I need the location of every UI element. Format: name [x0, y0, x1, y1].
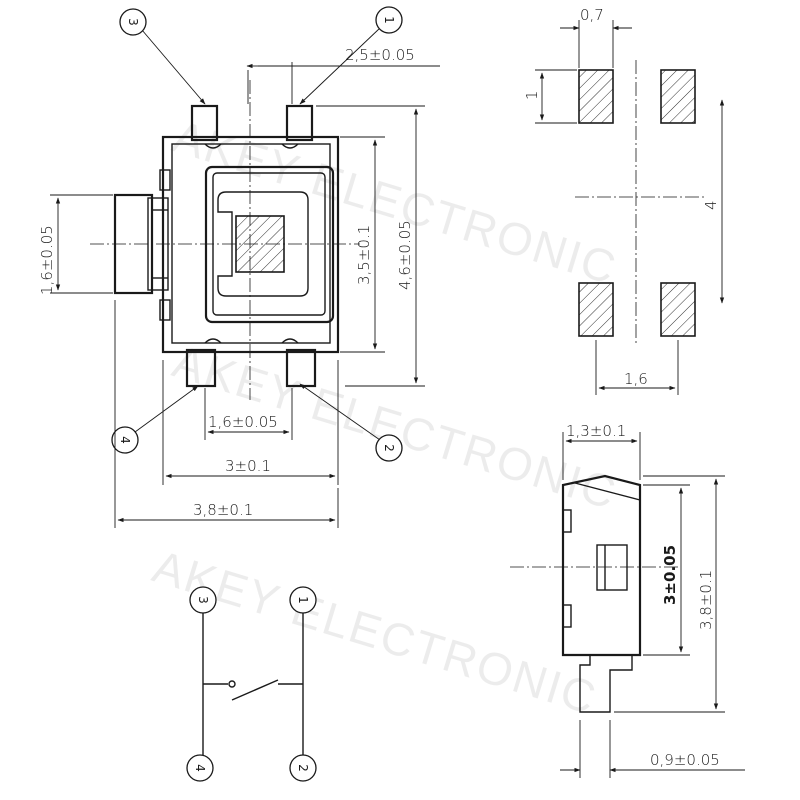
dim-lead-thickness: 0,9±0.05 — [650, 751, 720, 769]
dim-side-outer-height: 3,8±0.1 — [697, 570, 715, 630]
schematic-pin-2 — [289, 754, 317, 782]
dim-total-height: 4,6±0.05 — [396, 220, 414, 290]
pad-top-right — [660, 69, 696, 124]
schematic-pin-3 — [189, 586, 217, 614]
schematic-pin-label-2: 2 — [296, 764, 310, 772]
callout-line-2 — [299, 383, 381, 441]
watermark-3: AKEY ELECTRONIC — [147, 540, 603, 725]
lead-1 — [285, 104, 314, 142]
schematic-switch-arm — [231, 679, 279, 701]
pin-label-3: 3 — [126, 18, 140, 26]
corner-notches — [204, 143, 299, 344]
pin-badge-2 — [375, 434, 403, 462]
dim-side-depth: 1,3±0.1 — [566, 422, 626, 440]
side-notch-top — [562, 509, 572, 533]
pin-label-2: 2 — [382, 444, 396, 452]
lead-3 — [190, 104, 219, 142]
inner-frame — [171, 143, 331, 344]
dim-pad-gap: 1,6 — [624, 370, 648, 388]
dim-body-width: 3±0.1 — [225, 457, 271, 475]
actuator-slot — [217, 191, 309, 297]
side-plunger — [596, 544, 628, 591]
pin-label-4: 4 — [118, 436, 132, 444]
dim-lower-pitch: 1,6±0.05 — [208, 413, 278, 431]
dim-pad-height: 1 — [523, 90, 541, 100]
side-notch-bottom — [562, 604, 572, 628]
pad-bottom-right — [660, 282, 696, 337]
pad-top-left — [578, 69, 614, 124]
body-outline — [161, 135, 340, 354]
schematic-pin-1 — [289, 586, 317, 614]
callout-line-4 — [134, 385, 199, 433]
schematic-pin-4 — [186, 754, 214, 782]
schematic-pin-label-1: 1 — [296, 596, 310, 604]
schematic-contact — [228, 680, 236, 688]
side-view: 1,3±0.1 3±0.05 3,8±0.1 0,9±0.05 — [510, 422, 745, 778]
top-view: 3 1 4 2 2,5±0.05 3,5±0.1 4,6±0.05 1,6±0.… — [38, 6, 440, 528]
dim-pin-pitch: 2,5±0.05 — [345, 46, 415, 64]
pad-bottom-left — [578, 282, 614, 337]
side-notch-top — [159, 169, 171, 191]
dim-pad-width: 0,7 — [580, 6, 604, 24]
schematic-pin-label-4: 4 — [193, 764, 207, 772]
side-lead-foot — [579, 655, 633, 713]
dim-body-height: 3,5±0.1 — [355, 225, 373, 285]
footprint-view: 0,7 1 4 1,6 — [523, 6, 725, 395]
switch-schematic: 3 1 4 2 — [186, 586, 317, 782]
dim-pad-span: 4 — [702, 200, 720, 210]
pin-label-1: 1 — [382, 16, 396, 24]
dim-side-inner-height: 3±0.05 — [661, 545, 679, 605]
dim-actuator-width: 1,6±0.05 — [38, 225, 56, 295]
callout-line-3 — [141, 29, 206, 105]
dim-total-width: 3,8±0.1 — [193, 501, 253, 519]
pin-badge-1 — [375, 6, 403, 34]
schematic-pin-label-3: 3 — [196, 596, 210, 604]
pin-badge-4 — [111, 426, 139, 454]
lead-4 — [185, 348, 217, 388]
side-notch-bottom — [159, 299, 171, 321]
plunger-outline — [204, 165, 335, 324]
side-slant — [574, 482, 641, 501]
pin-badge-3 — [119, 8, 147, 36]
